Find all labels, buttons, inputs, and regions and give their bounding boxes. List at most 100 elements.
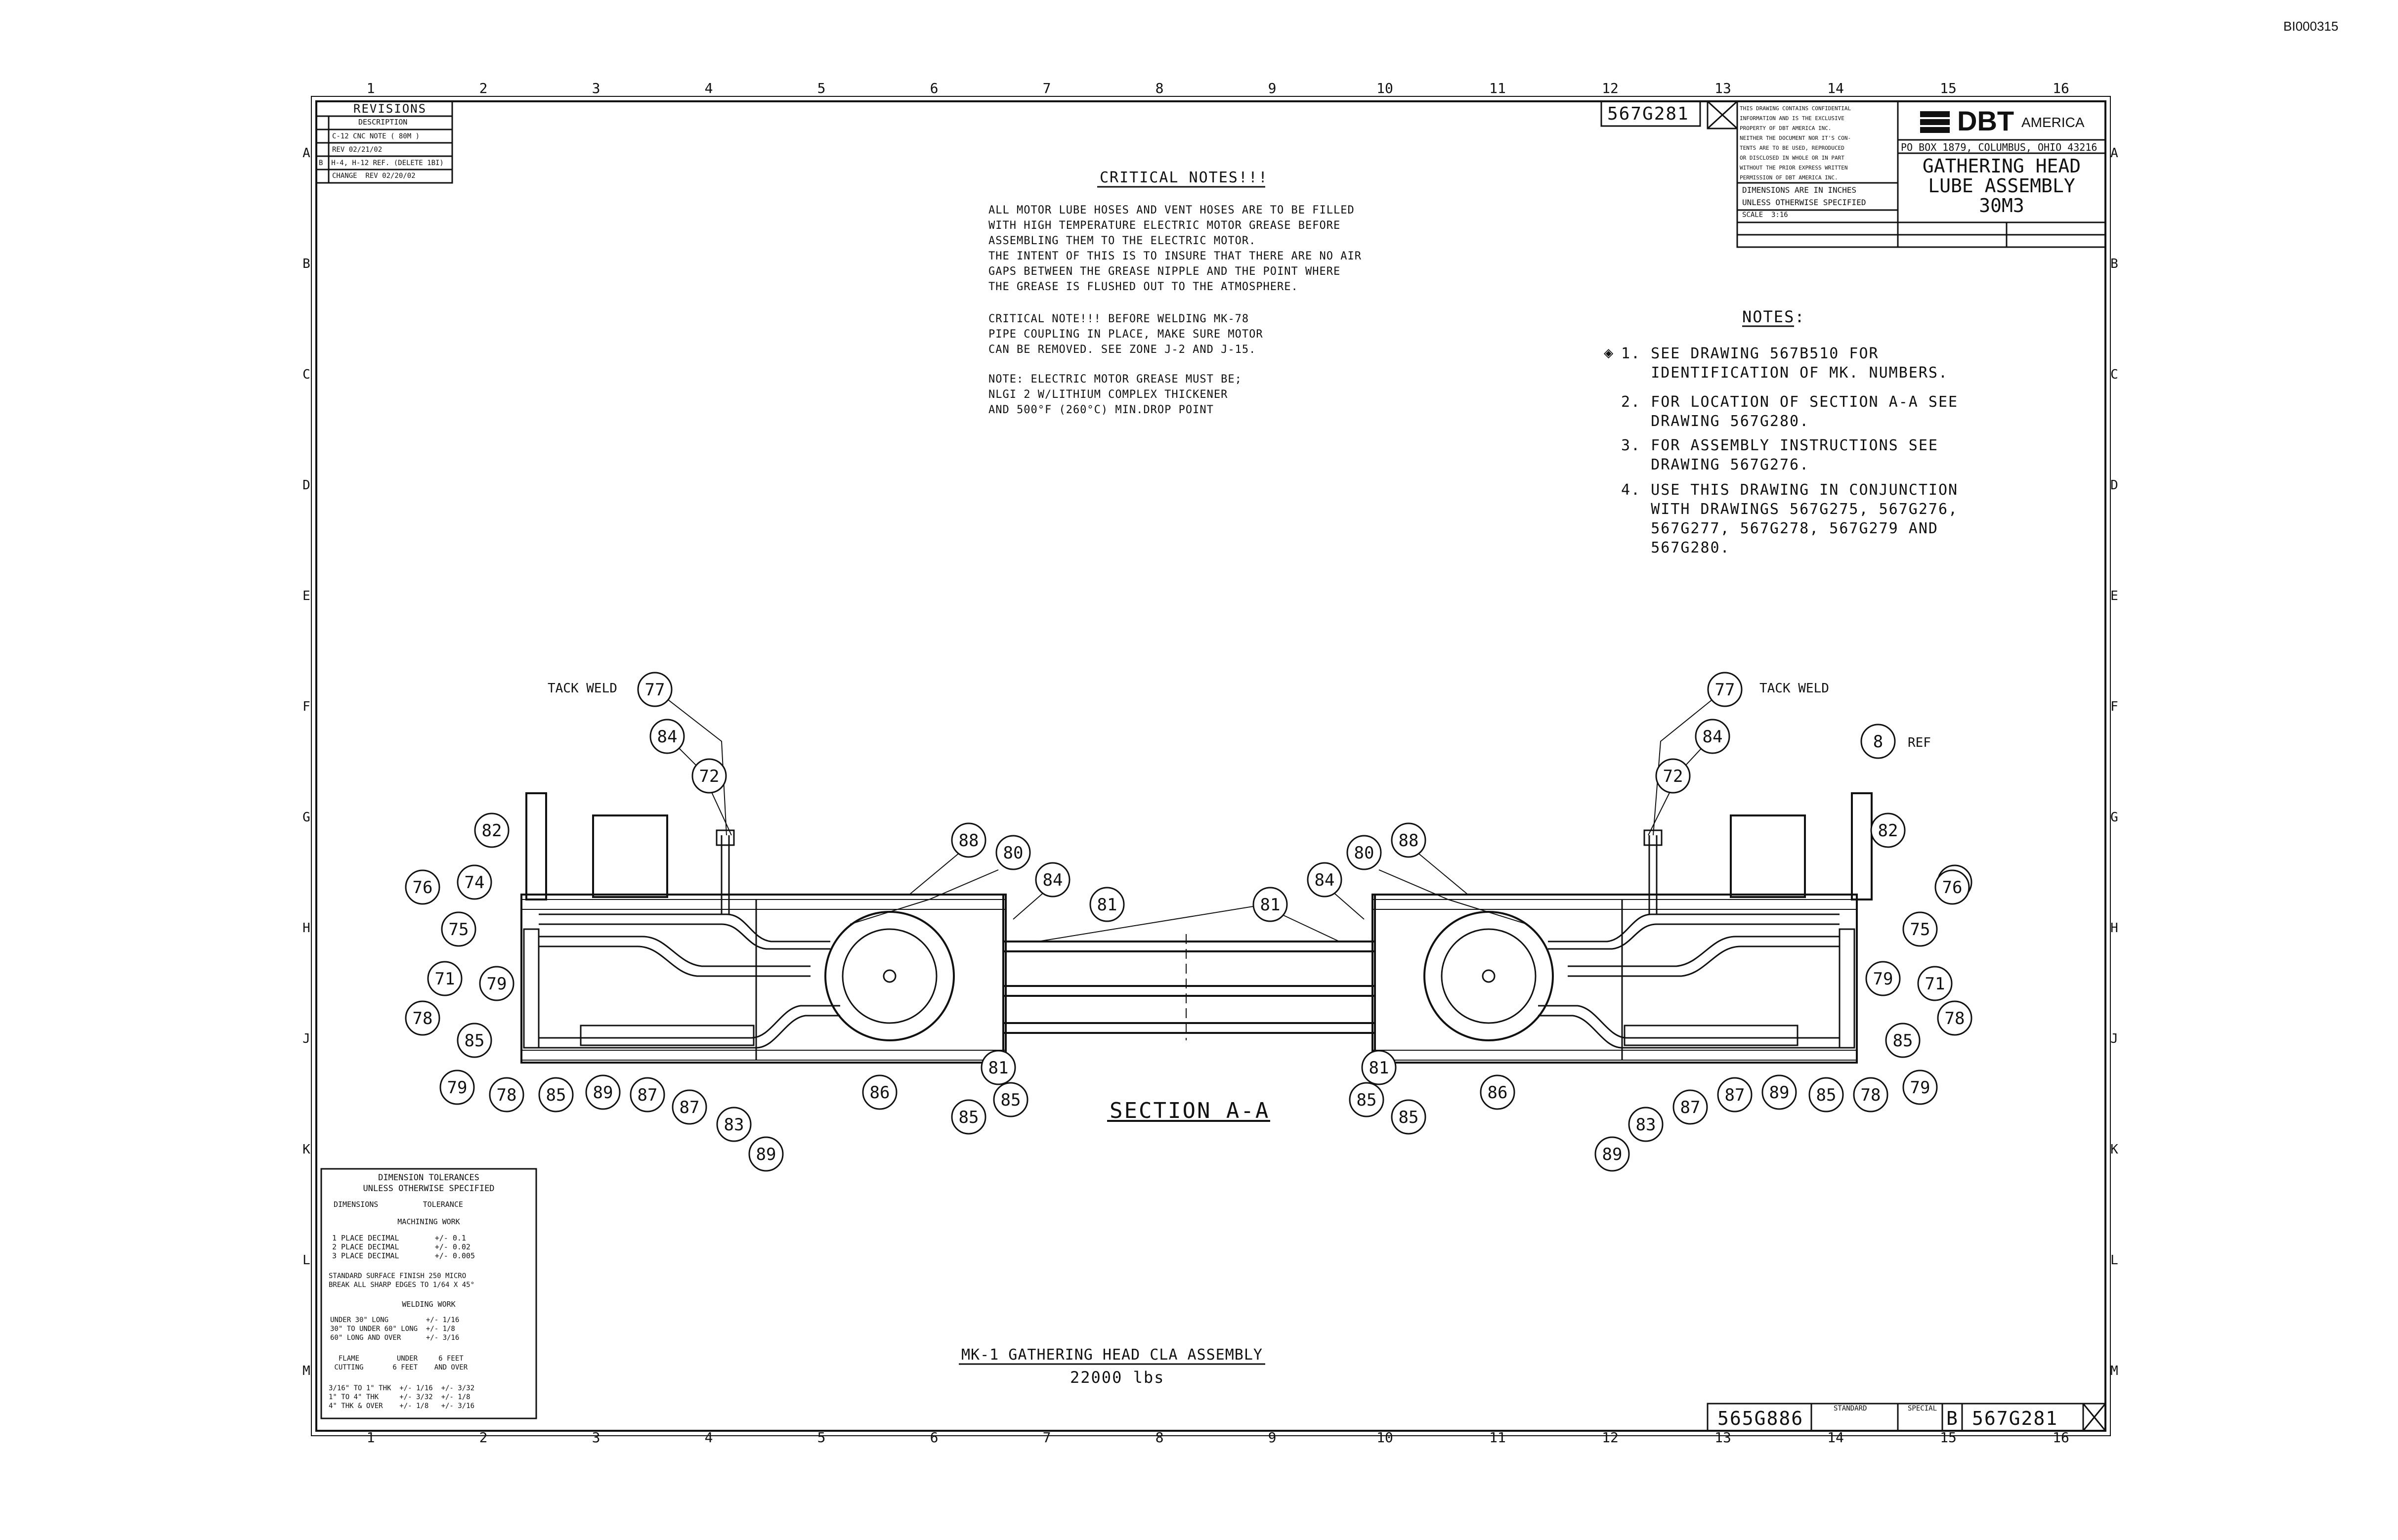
mark-number: 71	[1925, 974, 1945, 994]
mark-number: 88	[1399, 831, 1419, 851]
mark-number: 77	[1715, 680, 1735, 700]
special-label: SPECIAL	[1908, 1405, 1937, 1412]
grid-column-label: 11	[1489, 1429, 1506, 1446]
grid-column-label: 12	[1602, 1429, 1619, 1446]
mark-balloon: 78	[489, 1077, 524, 1112]
grid-row-label: H	[2110, 921, 2118, 936]
grid-column-label: 10	[1376, 1429, 1393, 1446]
grid-column-label: 13	[1714, 80, 1731, 96]
mark-balloon: 71	[1917, 966, 1953, 1001]
mark-balloon: 72	[1655, 758, 1691, 794]
mark-number: 75	[449, 920, 469, 940]
mark-balloon: 86	[1480, 1074, 1515, 1110]
assembly-title: MK-1 GATHERING HEAD CLA ASSEMBLY	[961, 1346, 1263, 1364]
grid-row-label: M	[2110, 1364, 2118, 1378]
grid-column-label: 7	[1043, 80, 1051, 96]
grid-column-label: 9	[1268, 80, 1277, 96]
grid-row-label: H	[302, 921, 310, 936]
mark-balloon: 85	[538, 1077, 574, 1112]
mark-number: 81	[1097, 895, 1117, 915]
outer-border	[311, 96, 2111, 1436]
mark-balloon: 83	[1628, 1107, 1664, 1142]
scale-text: SCALE 3:16	[1742, 211, 1788, 219]
note-item: 1. SEE DRAWING 567B510 FOR IDENTIFICATIO…	[1621, 345, 1949, 382]
mark-balloon: 76	[1934, 869, 1970, 905]
mark-number: 79	[1910, 1078, 1930, 1098]
machining-title: MACHINING WORK	[397, 1217, 460, 1226]
mark-balloon: 78	[1937, 1000, 1972, 1036]
mark-number: 79	[1873, 969, 1893, 989]
grid-column-label: 4	[705, 80, 713, 96]
mark-balloon: 87	[1672, 1089, 1708, 1125]
drawing-border	[315, 100, 2106, 1432]
leader-lines	[654, 689, 1725, 942]
mark-number: 80	[1354, 843, 1374, 863]
mark-number: 78	[1945, 1009, 1965, 1028]
mark-number: 87	[638, 1085, 658, 1105]
mark-balloon: 8	[1860, 724, 1896, 759]
dimensions-note: DIMENSIONS ARE IN INCHES UNLESS OTHERWIS…	[1742, 185, 1866, 207]
mark-number: 86	[1488, 1083, 1508, 1103]
grid-row-label: F	[2110, 699, 2118, 714]
grid-column-label: 15	[1940, 80, 1957, 96]
note-item: 4. USE THIS DRAWING IN CONJUNCTION WITH …	[1621, 481, 1959, 556]
grid-row-label: B	[2110, 257, 2118, 271]
mark-balloon: 86	[862, 1074, 898, 1110]
mark-balloon: 77	[1707, 672, 1743, 707]
grid-column-label: 15	[1940, 1429, 1957, 1446]
mark-number: 85	[1399, 1108, 1419, 1127]
grid-column-label: 6	[930, 80, 939, 96]
mark-number: 81	[1369, 1058, 1389, 1078]
mark-balloon: 85	[951, 1099, 986, 1135]
grid-column-label: 9	[1268, 1429, 1277, 1446]
company-suffix: AMERICA	[2021, 115, 2085, 130]
mark-number: 84	[1315, 870, 1335, 890]
mark-balloon: 78	[1853, 1077, 1888, 1112]
mark-balloon: 72	[691, 758, 727, 794]
grid-row-label: G	[2110, 810, 2118, 825]
revision-letter: B	[1946, 1408, 1958, 1429]
grid-row-label: L	[302, 1253, 310, 1268]
drawing-title-line1: GATHERING HEAD	[1922, 155, 2081, 177]
mark-balloon: 85	[993, 1082, 1028, 1117]
standard-label: STANDARD	[1834, 1405, 1867, 1412]
mark-number: 79	[447, 1078, 468, 1098]
mark-balloon: 84	[1035, 862, 1071, 898]
grid-row-label: G	[302, 810, 310, 825]
grid-row-label: E	[302, 589, 310, 603]
mark-number: 81	[1260, 895, 1281, 915]
mark-balloon: 75	[1902, 911, 1938, 947]
grid-column-label: 11	[1489, 80, 1506, 96]
balloon-group-right: 7784728827476757971788579788589878783898…	[1252, 672, 1972, 1172]
mark-balloon: 79	[1865, 961, 1901, 996]
flame-tolerances: 3/16" TO 1" THK +/- 1/16 +/- 3/32 1" TO …	[329, 1384, 475, 1410]
company-logo: DBT AMERICA	[1918, 104, 2100, 138]
tack-weld-label-left: TACK WELD	[548, 681, 617, 696]
mark-balloon: 81	[1252, 887, 1288, 922]
grid-column-label: 16	[2053, 80, 2069, 96]
grid-row-label: A	[302, 146, 310, 161]
ref-label: REF	[1908, 735, 1931, 750]
mark-number: 89	[1769, 1083, 1790, 1103]
mark-balloon: 81	[1089, 887, 1125, 922]
revision-row: CHANGE REV 02/20/02	[332, 172, 416, 180]
mark-number: 87	[680, 1098, 700, 1117]
grid-row-label: M	[302, 1364, 310, 1378]
mark-number: 85	[1357, 1090, 1377, 1110]
mark-number: 84	[657, 727, 678, 747]
revisions-title: REVISIONS	[353, 102, 427, 116]
mark-balloon: 81	[1361, 1050, 1397, 1085]
grid-row-label: E	[2110, 589, 2118, 603]
mark-balloon: 79	[439, 1069, 475, 1105]
mark-balloon: 85	[457, 1023, 492, 1058]
drawing-number-bottom: 567G281	[1972, 1408, 2058, 1429]
section-label: SECTION A-A	[1110, 1098, 1270, 1123]
grid-row-label: L	[2110, 1253, 2118, 1268]
mark-number: 84	[1703, 727, 1723, 747]
mark-number: 85	[1816, 1085, 1837, 1105]
drawing-number-top: 567G281	[1607, 104, 1689, 124]
mark-balloon: 81	[981, 1050, 1016, 1085]
revision-row: B H-4, H-12 REF. (DELETE 1BI)	[319, 159, 444, 167]
